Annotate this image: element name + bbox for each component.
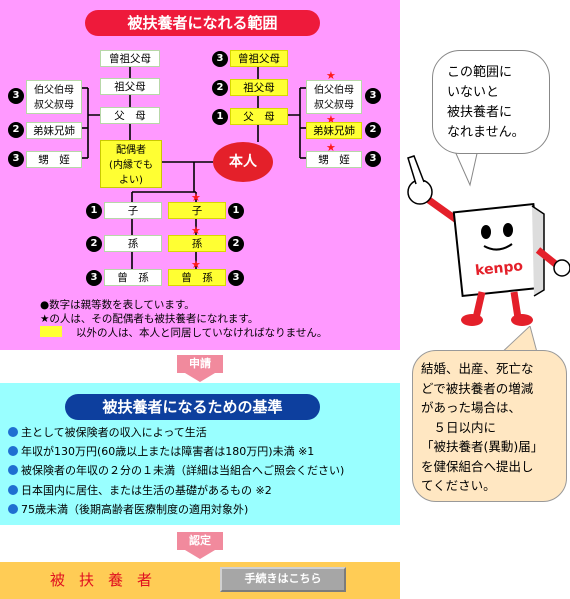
bubble-line: どで被扶養者の増減 bbox=[421, 380, 534, 396]
bubble-line: を健保組合へ提出し bbox=[421, 458, 534, 474]
approve-arrow: 認定 bbox=[177, 532, 223, 559]
procedure-button[interactable]: 手続きはこちら bbox=[220, 567, 346, 592]
own-uncles-label: 伯父伯母 bbox=[314, 85, 354, 96]
bubble-line: いないと bbox=[447, 85, 500, 100]
degree-badge: 2 bbox=[228, 236, 244, 252]
degree-badge: 3 bbox=[365, 151, 381, 167]
spouse-note-1: (内縁でも bbox=[109, 160, 153, 171]
degree-badge: 3 bbox=[8, 151, 24, 167]
bubble-line: 被扶養者に bbox=[447, 105, 513, 120]
grandchild-right-node: 孫 bbox=[168, 235, 226, 252]
criteria-item: 75歳未満（後期高齢者医療制度の適用対象外) bbox=[8, 503, 248, 517]
degree-badge: 2 bbox=[365, 122, 381, 138]
great-grandchild-left-node: 曾 孫 bbox=[104, 269, 162, 286]
criteria-item-text: 年収が130万円(60歳以上または障害者は180万円)未満 ※1 bbox=[21, 445, 315, 458]
bubble-line: なれません。 bbox=[447, 125, 525, 140]
criteria-item: 主として被保険者の収入によって生活 bbox=[8, 426, 207, 440]
star-icon: ★ bbox=[191, 224, 201, 237]
degree-badge: 1 bbox=[228, 203, 244, 219]
spouse-siblings-node: 弟妹兄姉 bbox=[26, 122, 82, 139]
own-grandparents-node: 祖父母 bbox=[230, 79, 288, 96]
bubble-line: てください。 bbox=[421, 478, 496, 493]
bubble-line: 結婚、出産、死亡な bbox=[421, 361, 534, 376]
degree-badge: 2 bbox=[212, 80, 228, 96]
own-uncles-aunts-node: 伯父伯母 叔父叔母 bbox=[306, 80, 362, 114]
approve-arrow-label: 認定 bbox=[177, 532, 223, 550]
tree-legend: ●数字は親等数を表しています。 ★の人は、その配偶者も被扶養者になれます。 以外… bbox=[40, 298, 400, 340]
degree-badge: 3 bbox=[212, 51, 228, 67]
spouse-aunts-label: 叔父叔母 bbox=[34, 100, 74, 111]
own-nephews-node: 甥 姪 bbox=[306, 151, 362, 168]
arrow-down-icon bbox=[185, 373, 215, 382]
spouse-great-grandparents-node: 曾祖父母 bbox=[100, 50, 160, 67]
bullet-icon bbox=[8, 465, 18, 475]
spouse-nephews-node: 甥 姪 bbox=[26, 151, 82, 168]
bullet-icon bbox=[8, 485, 18, 495]
degree-badge: 2 bbox=[86, 236, 102, 252]
bubble-line: 「被扶養者(異動)届」 bbox=[421, 439, 544, 454]
criteria-title: 被扶養者になるための基準 bbox=[65, 394, 320, 420]
great-grandchild-right-node: 曾 孫 bbox=[168, 269, 226, 286]
grandchild-left-node: 孫 bbox=[104, 235, 162, 252]
bubble-line: この範囲に bbox=[447, 65, 513, 80]
degree-badge: 3 bbox=[86, 270, 102, 286]
bullet-icon bbox=[8, 446, 18, 456]
criteria-item: 年収が130万円(60歳以上または障害者は180万円)未満 ※1 bbox=[8, 445, 314, 459]
star-icon: ★ bbox=[326, 113, 336, 126]
spouse-uncles-aunts-node: 伯父伯母 叔父叔母 bbox=[26, 80, 82, 114]
bubble-line: があった場合は、 bbox=[421, 400, 522, 415]
criteria-item: 被保険者の年収の２分の１未満（詳細は当組合へご照会ください) bbox=[8, 464, 344, 478]
apply-arrow: 申請 bbox=[177, 355, 223, 382]
bullet-icon bbox=[8, 504, 18, 514]
spouse-label: 配偶者 bbox=[116, 145, 146, 156]
speech-bubble-top: この範囲に いないと 被扶養者に なれません。 bbox=[432, 50, 550, 154]
own-siblings-node: 弟妹兄姉 bbox=[306, 122, 362, 139]
legend-star-note: ★の人は、その配偶者も被扶養者になれます。 bbox=[40, 313, 259, 325]
speech-bubble-bottom: 結婚、出産、死亡な どで被扶養者の増減 があった場合は、 ５日以内に 「被扶養者… bbox=[412, 350, 567, 502]
child-right-node: 子 bbox=[168, 202, 226, 219]
spouse-node: 配偶者 (内縁でも よい) bbox=[100, 140, 162, 188]
bubble-line: ５日以内に bbox=[421, 419, 497, 435]
self-node: 本人 bbox=[213, 142, 273, 182]
spouse-parents-node: 父 母 bbox=[100, 107, 160, 124]
result-label: 被扶養者 bbox=[50, 571, 167, 589]
star-icon: ★ bbox=[326, 69, 336, 82]
criteria-item-text: 被保険者の年収の２分の１未満（詳細は当組合へご照会ください) bbox=[21, 464, 345, 477]
own-aunts-label: 叔父叔母 bbox=[314, 100, 354, 111]
legend-yellow-row: 以外の人は、本人と同居していなければなりません。 bbox=[40, 326, 400, 340]
criteria-item: 日本国内に居住、または生活の基礎があるもの ※2 bbox=[8, 484, 272, 498]
bubble-tail bbox=[497, 326, 539, 356]
criteria-item-text: 日本国内に居住、または生活の基礎があるもの ※2 bbox=[21, 484, 272, 497]
legend-degree-note: ●数字は親等数を表しています。 bbox=[40, 299, 195, 311]
yellow-swatch bbox=[40, 326, 62, 337]
apply-arrow-label: 申請 bbox=[177, 355, 223, 373]
star-icon: ★ bbox=[326, 141, 336, 154]
tree-title: 被扶養者になれる範囲 bbox=[85, 10, 320, 36]
spouse-grandparents-node: 祖父母 bbox=[100, 78, 160, 95]
bullet-icon bbox=[8, 427, 18, 437]
degree-badge: 3 bbox=[365, 88, 381, 104]
degree-badge: 3 bbox=[228, 270, 244, 286]
family-tree-panel bbox=[0, 0, 400, 350]
degree-badge: 2 bbox=[8, 122, 24, 138]
own-parents-node: 父 母 bbox=[230, 108, 288, 125]
star-icon: ★ bbox=[191, 191, 201, 204]
star-icon: ★ bbox=[191, 258, 201, 271]
spouse-note-2: よい) bbox=[119, 175, 143, 186]
criteria-item-text: 75歳未満（後期高齢者医療制度の適用対象外) bbox=[21, 503, 249, 516]
arrow-down-icon bbox=[185, 550, 215, 559]
own-great-grandparents-node: 曾祖父母 bbox=[230, 50, 288, 67]
child-left-node: 子 bbox=[104, 202, 162, 219]
degree-badge: 1 bbox=[86, 203, 102, 219]
degree-badge: 1 bbox=[212, 109, 228, 125]
criteria-item-text: 主として被保険者の収入によって生活 bbox=[21, 426, 207, 439]
spouse-uncles-label: 伯父伯母 bbox=[34, 85, 74, 96]
kenpo-mascot-illustration bbox=[407, 155, 570, 326]
legend-yellow-note: 以外の人は、本人と同居していなければなりません。 bbox=[76, 327, 328, 339]
degree-badge: 3 bbox=[8, 88, 24, 104]
